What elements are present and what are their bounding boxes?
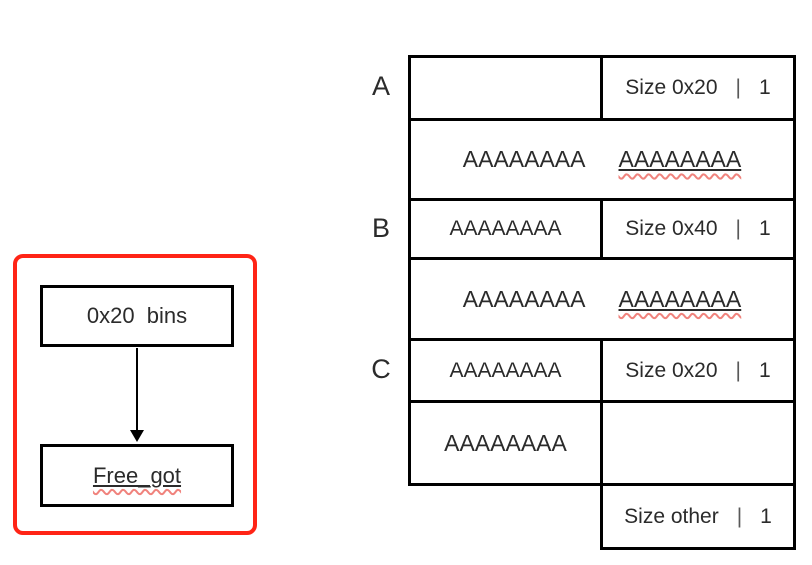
chunk-b-prevsize-cell: AAAAAAAA: [408, 198, 603, 260]
chunk-a-size-cell: Size 0x20 | 1: [600, 55, 796, 121]
chunk-c-prevsize-value: AAAAAAAA: [449, 358, 562, 382]
chunk-a-data-second: AAAAAAAA: [618, 146, 742, 172]
chunk-b-size-separator: |: [735, 217, 741, 240]
chunk-label-b: B: [371, 213, 390, 243]
chunk-c-size-text: Size 0x20: [625, 358, 718, 382]
chunk-c-inuse-flag: 1: [759, 358, 771, 382]
next-chunk-inuse-flag: 1: [760, 504, 772, 528]
chunk-c-data-left-cell: AAAAAAAA: [408, 400, 603, 486]
bins-node-label: 0x20 bins: [86, 303, 188, 328]
chunk-b-size-text: Size 0x40: [625, 217, 718, 240]
next-chunk-size-separator: |: [736, 504, 743, 528]
next-chunk-size-cell: Size other | 1: [600, 483, 796, 550]
chunk-c-data-right-cell: [600, 400, 796, 486]
chunk-a-inuse-flag: 1: [759, 76, 771, 99]
chunk-a-data-cell: AAAAAAAA AAAAAAAA: [408, 118, 796, 201]
chunk-a-data-first: AAAAAAAA: [462, 146, 586, 172]
chunk-b-data-second-underline: AAAAAAAA: [619, 286, 742, 313]
chunk-b-inuse-flag: 1: [759, 217, 771, 240]
bins-node: 0x20 bins: [40, 285, 234, 347]
bins-group-frame: 0x20 bins Free_got: [13, 254, 257, 535]
chunk-c-data-first: AAAAAAAA: [444, 429, 567, 456]
chunk-label-c: C: [371, 354, 391, 384]
chunk-a-data-second-underline: AAAAAAAA: [619, 146, 742, 173]
chunk-a-size-separator: |: [735, 76, 741, 99]
chunk-b-prevsize-value: AAAAAAAA: [449, 217, 562, 240]
chunk-c-size-separator: |: [735, 358, 741, 382]
next-chunk-size-text: Size other: [624, 504, 719, 528]
chunk-b-data-cell: AAAAAAAA AAAAAAAA: [408, 257, 796, 341]
chunk-a-prevsize-cell: [408, 55, 603, 121]
chunk-b-data-second: AAAAAAAA: [618, 285, 742, 312]
free-got-label: Free_got: [92, 462, 182, 488]
chunk-label-a: A: [371, 71, 390, 101]
chunk-c-size-cell: Size 0x20 | 1: [600, 338, 796, 403]
free-got-underline: Free_got: [93, 463, 181, 489]
chunk-a-size-text: Size 0x20: [625, 76, 718, 99]
arrow-down-icon: [130, 430, 144, 442]
free-got-node: Free_got: [40, 444, 234, 507]
chunk-c-prevsize-cell: AAAAAAAA: [408, 338, 603, 403]
chunk-b-size-cell: Size 0x40 | 1: [600, 198, 796, 260]
chunk-b-data-first: AAAAAAAA: [462, 285, 586, 312]
arrow-line: [136, 348, 138, 432]
